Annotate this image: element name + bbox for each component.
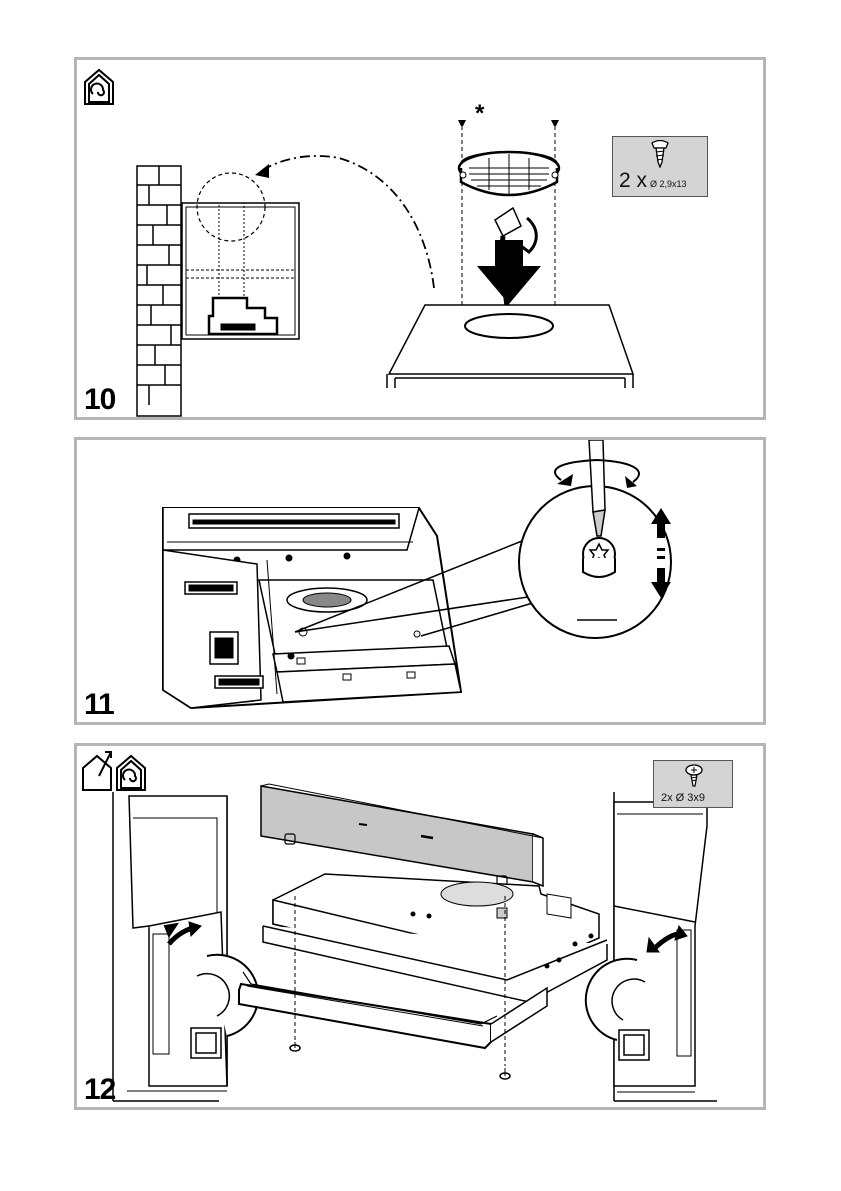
ceiling-surface — [387, 305, 633, 388]
detail-arc-arrow — [260, 156, 434, 288]
parts-count: 2x Ø 3x9 — [661, 792, 705, 804]
house-recirculation-icon — [117, 756, 145, 790]
wall-cabinet — [182, 203, 299, 339]
step-number: 10 — [84, 385, 115, 415]
round-grille — [459, 152, 559, 195]
step-11-illustration — [77, 440, 766, 725]
front-panel — [261, 784, 543, 886]
screw-icon — [684, 764, 704, 788]
brick-wall — [137, 166, 181, 416]
step-11-panel: 11 — [74, 437, 766, 725]
hood-underside — [163, 508, 461, 708]
house-exhaust-icon — [83, 752, 111, 790]
step-10-illustration — [77, 60, 766, 420]
step-number: 12 — [84, 1075, 115, 1105]
parts-box: 2x Ø 3x9 — [653, 760, 733, 808]
screw-icon — [650, 140, 670, 168]
screw-icon — [458, 120, 559, 126]
left-side-view — [113, 792, 258, 1101]
optional-mark: * — [475, 102, 484, 126]
house-recirculation-icon — [85, 70, 113, 104]
screw-head — [583, 538, 615, 577]
step-number: 11 — [84, 690, 114, 720]
step-12-panel: 2x Ø 3x9 12 — [74, 743, 766, 1110]
hood-body — [239, 874, 607, 1048]
